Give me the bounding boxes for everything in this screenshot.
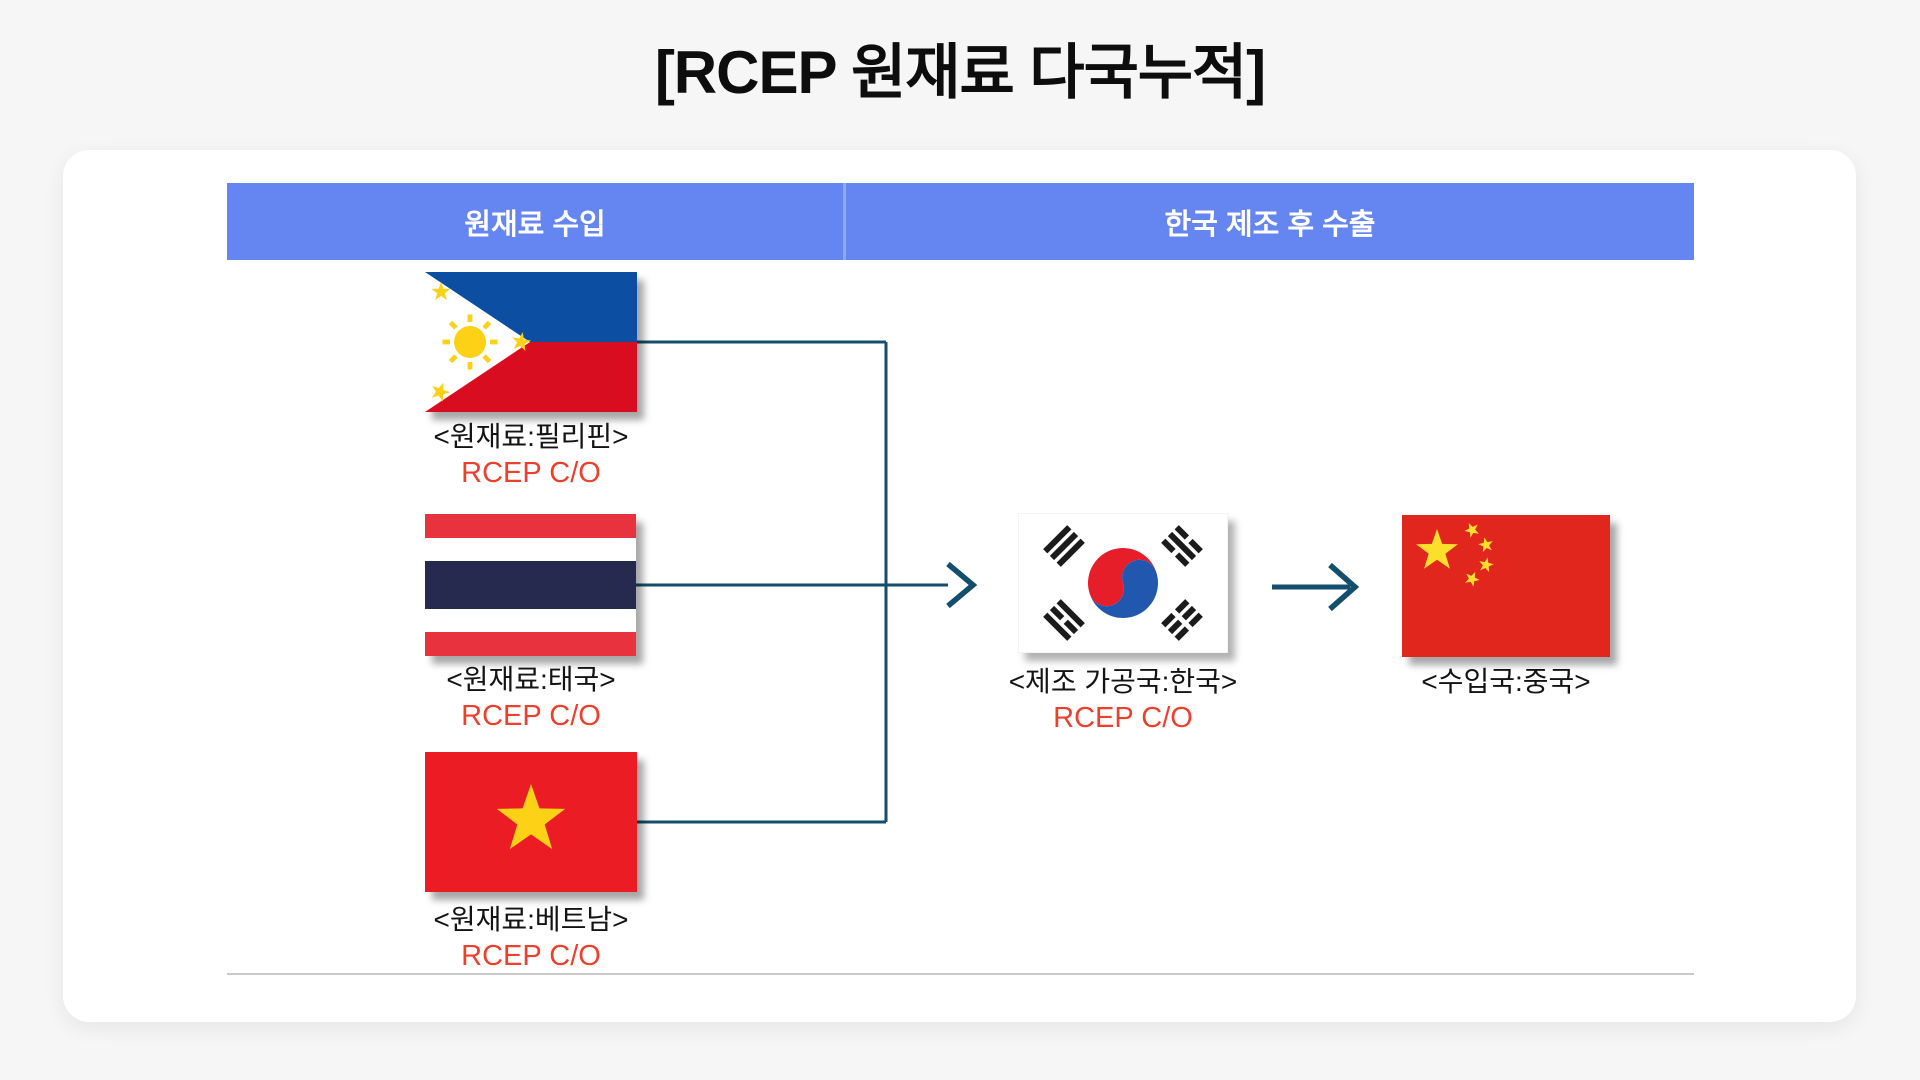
philippines-flag-icon — [425, 272, 637, 412]
page-title: [RCEP 원재료 다국누적] — [654, 39, 1266, 106]
korea-flag-icon — [1018, 513, 1228, 653]
china-label: <수입국:중국> — [1421, 666, 1591, 697]
thailand-flag-icon — [425, 514, 636, 656]
vietnam-cert: RCEP C/O — [461, 940, 601, 972]
thailand-cert: RCEP C/O — [461, 700, 601, 732]
korea-cert: RCEP C/O — [1053, 702, 1193, 734]
bottom-rule — [227, 973, 1694, 975]
vietnam-flag-icon — [425, 752, 637, 892]
header-bar: 원재료 수입 한국 제조 후 수출 — [227, 183, 1694, 260]
header-cell-export: 한국 제조 후 수출 — [1164, 208, 1376, 241]
korea-label: <제조 가공국:한국> — [1008, 666, 1238, 697]
thailand-label: <원재료:태국> — [446, 664, 616, 695]
philippines-label: <원재료:필리핀> — [433, 421, 629, 452]
philippines-cert: RCEP C/O — [461, 457, 601, 489]
header-cell-import: 원재료 수입 — [464, 208, 606, 241]
header-divider — [843, 183, 846, 260]
vietnam-label: <원재료:베트남> — [433, 904, 629, 935]
china-flag-icon — [1402, 515, 1610, 657]
